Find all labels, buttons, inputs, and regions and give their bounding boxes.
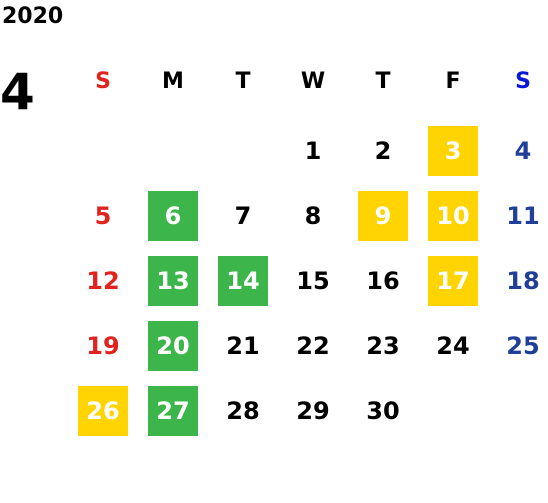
day-cell[interactable]: 21 [208,313,278,378]
year-label: 2020 [2,4,64,29]
day-number: 18 [506,266,540,295]
day-number: 5 [94,201,112,230]
day-cell[interactable]: 5 [68,183,138,248]
day-number: 19 [86,331,120,360]
weekday-thursday: T [375,68,391,94]
day-number: 14 [218,255,268,306]
day-cell[interactable]: 26 [68,378,138,443]
weekday-wednesday: W [300,68,326,94]
day-cell[interactable]: 2 [348,118,418,183]
day-cell[interactable]: 18 [488,248,548,313]
weekday-monday: M [162,68,184,94]
empty-day-cell [488,378,548,443]
day-cell[interactable]: 16 [348,248,418,313]
day-number: 23 [366,331,400,360]
month-label: 4 [0,63,35,121]
empty-day-cell [208,118,278,183]
day-number: 9 [358,190,408,241]
day-number: 3 [428,125,478,176]
day-cell[interactable]: 1 [278,118,348,183]
day-number: 17 [428,255,478,306]
empty-day-cell [68,118,138,183]
day-cell[interactable]: 30 [348,378,418,443]
day-cell[interactable]: 23 [348,313,418,378]
day-cell[interactable]: 12 [68,248,138,313]
day-number: 8 [304,201,322,230]
day-cell[interactable]: 20 [138,313,208,378]
weekday-saturday: S [515,68,531,94]
day-cell[interactable]: 19 [68,313,138,378]
day-cell[interactable]: 22 [278,313,348,378]
day-cell[interactable]: 27 [138,378,208,443]
day-number: 28 [226,396,260,425]
day-number: 13 [148,255,198,306]
weekday-sunday: S [95,68,111,94]
day-number: 10 [428,190,478,241]
day-number: 26 [78,385,128,436]
day-cell[interactable]: 17 [418,248,488,313]
day-cell[interactable]: 24 [418,313,488,378]
day-number: 11 [506,201,540,230]
day-cell[interactable]: 13 [138,248,208,313]
day-number: 16 [366,266,400,295]
day-cell[interactable]: 9 [348,183,418,248]
day-number: 15 [296,266,330,295]
day-number: 4 [514,136,532,165]
day-number: 2 [374,136,392,165]
day-number: 12 [86,266,120,295]
day-cell[interactable]: 28 [208,378,278,443]
day-cell[interactable]: 3 [418,118,488,183]
day-cell[interactable]: 14 [208,248,278,313]
weekday-header-row: S M T W T F S [68,60,548,102]
day-cell[interactable]: 7 [208,183,278,248]
weekday-tuesday: T [235,68,251,94]
day-cell[interactable]: 29 [278,378,348,443]
day-number: 29 [296,396,330,425]
day-number: 24 [436,331,470,360]
day-cell[interactable]: 11 [488,183,548,248]
empty-day-cell [138,118,208,183]
day-number: 20 [148,320,198,371]
empty-day-cell [418,378,488,443]
day-number: 25 [506,331,540,360]
day-number: 21 [226,331,260,360]
day-number: 22 [296,331,330,360]
day-number: 30 [366,396,400,425]
day-number: 1 [304,136,322,165]
day-cell[interactable]: 15 [278,248,348,313]
day-number: 6 [148,190,198,241]
day-cell[interactable]: 25 [488,313,548,378]
day-cell[interactable]: 4 [488,118,548,183]
day-cell[interactable]: 8 [278,183,348,248]
day-number: 7 [234,201,252,230]
day-cell[interactable]: 10 [418,183,488,248]
weekday-friday: F [445,68,461,94]
day-number: 27 [148,385,198,436]
day-cell[interactable]: 6 [138,183,208,248]
